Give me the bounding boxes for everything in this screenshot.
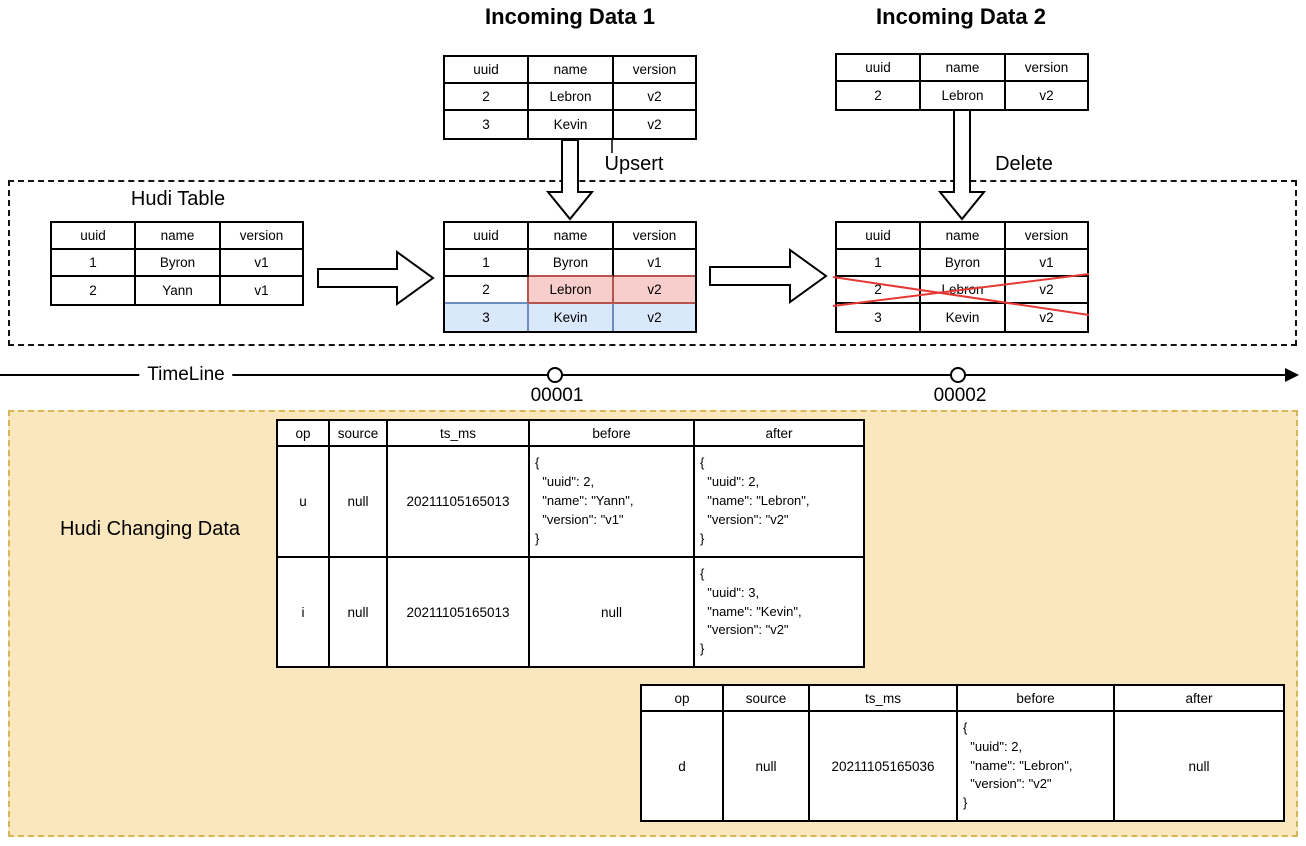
ts-cell: 20211105165036 [810, 712, 958, 820]
source-cell: null [724, 712, 810, 820]
table-cell: Byron [529, 250, 614, 277]
table-cell: Kevin [921, 304, 1006, 331]
table-cell: Kevin [529, 111, 614, 138]
before-cell: { "uuid": 2, "name": "Lebron", "version"… [958, 712, 1115, 820]
op-cell: u [278, 447, 330, 558]
table-cell: v2 [614, 84, 695, 111]
inserted-cell: 3 [445, 304, 529, 331]
op-cell: i [278, 558, 330, 666]
timeline-arrowhead-icon [1285, 368, 1299, 382]
table-header-cell: name [529, 223, 614, 250]
delete-label: Delete [987, 153, 1061, 176]
table-cell: v2 [614, 111, 695, 138]
timeline-point-2 [950, 367, 966, 383]
after-cell: { "uuid": 3, "name": "Kevin", "version":… [695, 558, 863, 666]
updated-cell: Lebron [529, 277, 614, 304]
table-header-cell: uuid [52, 223, 136, 250]
table-header-cell: uuid [837, 55, 921, 82]
table-header-cell: source [330, 421, 388, 447]
before-cell: null [530, 558, 695, 666]
hudi-table-dashed-box [8, 180, 1297, 346]
table-cell: v1 [221, 250, 302, 277]
cdc-table-1: op source ts_ms before after u null 2021… [276, 419, 865, 668]
table-header-cell: after [1115, 686, 1283, 712]
timeline-point-1 [547, 367, 563, 383]
table-cell: 1 [52, 250, 136, 277]
table-header-cell: version [221, 223, 302, 250]
table-cell: 3 [445, 111, 529, 138]
source-cell: null [330, 447, 388, 558]
incoming-data-1-title: Incoming Data 1 [485, 4, 655, 29]
deleted-cell: v2 [1006, 277, 1087, 304]
table-cell: v1 [1006, 250, 1087, 277]
table-header-cell: name [529, 57, 614, 84]
table-cell: 2 [445, 277, 529, 304]
table-cell: 2 [837, 82, 921, 109]
hudi-changing-data-label: Hudi Changing Data [59, 518, 241, 540]
inserted-cell: v2 [614, 304, 695, 331]
table-header-cell: uuid [837, 223, 921, 250]
table-header-cell: op [278, 421, 330, 447]
table-cell: v2 [1006, 304, 1087, 331]
table-cell: 1 [837, 250, 921, 277]
hudi-table-label: Hudi Table [130, 188, 226, 210]
after-cell: null [1115, 712, 1283, 820]
op-cell: d [642, 712, 724, 820]
table-header-cell: uuid [445, 223, 529, 250]
upsert-label: Upsert [596, 153, 672, 176]
table-cell: 3 [837, 304, 921, 331]
timeline-label: TimeLine [139, 364, 233, 386]
table-header-cell: version [614, 57, 695, 84]
updated-cell: v2 [614, 277, 695, 304]
table-header-cell: before [530, 421, 695, 447]
source-cell: null [330, 558, 388, 666]
inserted-cell: Kevin [529, 304, 614, 331]
table-header-cell: before [958, 686, 1115, 712]
table-cell: v1 [221, 277, 302, 304]
incoming-data-2-table: uuid name version 2 Lebron v2 [835, 53, 1089, 111]
table-header-cell: op [642, 686, 724, 712]
hudi-table-after-delete: uuid name version 1 Byron v1 2 Lebron v2… [835, 221, 1089, 333]
timeline-instant-1: 00001 [530, 385, 584, 406]
table-header-cell: after [695, 421, 863, 447]
cdc-table-2: op source ts_ms before after d null 2021… [640, 684, 1285, 822]
table-cell: Lebron [921, 82, 1006, 109]
table-header-cell: version [1006, 55, 1087, 82]
table-cell: v1 [614, 250, 695, 277]
table-header-cell: name [921, 223, 1006, 250]
table-header-cell: name [921, 55, 1006, 82]
table-header-cell: uuid [445, 57, 529, 84]
table-cell: Yann [136, 277, 221, 304]
table-cell: 2 [445, 84, 529, 111]
table-header-cell: ts_ms [388, 421, 530, 447]
after-cell: { "uuid": 2, "name": "Lebron", "version"… [695, 447, 863, 558]
incoming-data-1-table: uuid name version 2 Lebron v2 3 Kevin v2 [443, 55, 697, 140]
table-header-cell: version [614, 223, 695, 250]
table-header-cell: name [136, 223, 221, 250]
before-cell: { "uuid": 2, "name": "Yann", "version": … [530, 447, 695, 558]
incoming-data-2-title: Incoming Data 2 [876, 4, 1046, 29]
timeline-instant-2: 00002 [933, 385, 987, 406]
hudi-table-before: uuid name version 1 Byron v1 2 Yann v1 [50, 221, 304, 306]
table-header-cell: source [724, 686, 810, 712]
table-cell: 2 [52, 277, 136, 304]
table-cell: Byron [921, 250, 1006, 277]
ts-cell: 20211105165013 [388, 447, 530, 558]
hudi-table-after-upsert: uuid name version 1 Byron v1 2 Lebron v2… [443, 221, 697, 333]
table-header-cell: version [1006, 223, 1087, 250]
table-cell: 1 [445, 250, 529, 277]
table-cell: v2 [1006, 82, 1087, 109]
ts-cell: 20211105165013 [388, 558, 530, 666]
deleted-cell: Lebron [921, 277, 1006, 304]
deleted-cell: 2 [837, 277, 921, 304]
table-header-cell: ts_ms [810, 686, 958, 712]
table-cell: Lebron [529, 84, 614, 111]
table-cell: Byron [136, 250, 221, 277]
